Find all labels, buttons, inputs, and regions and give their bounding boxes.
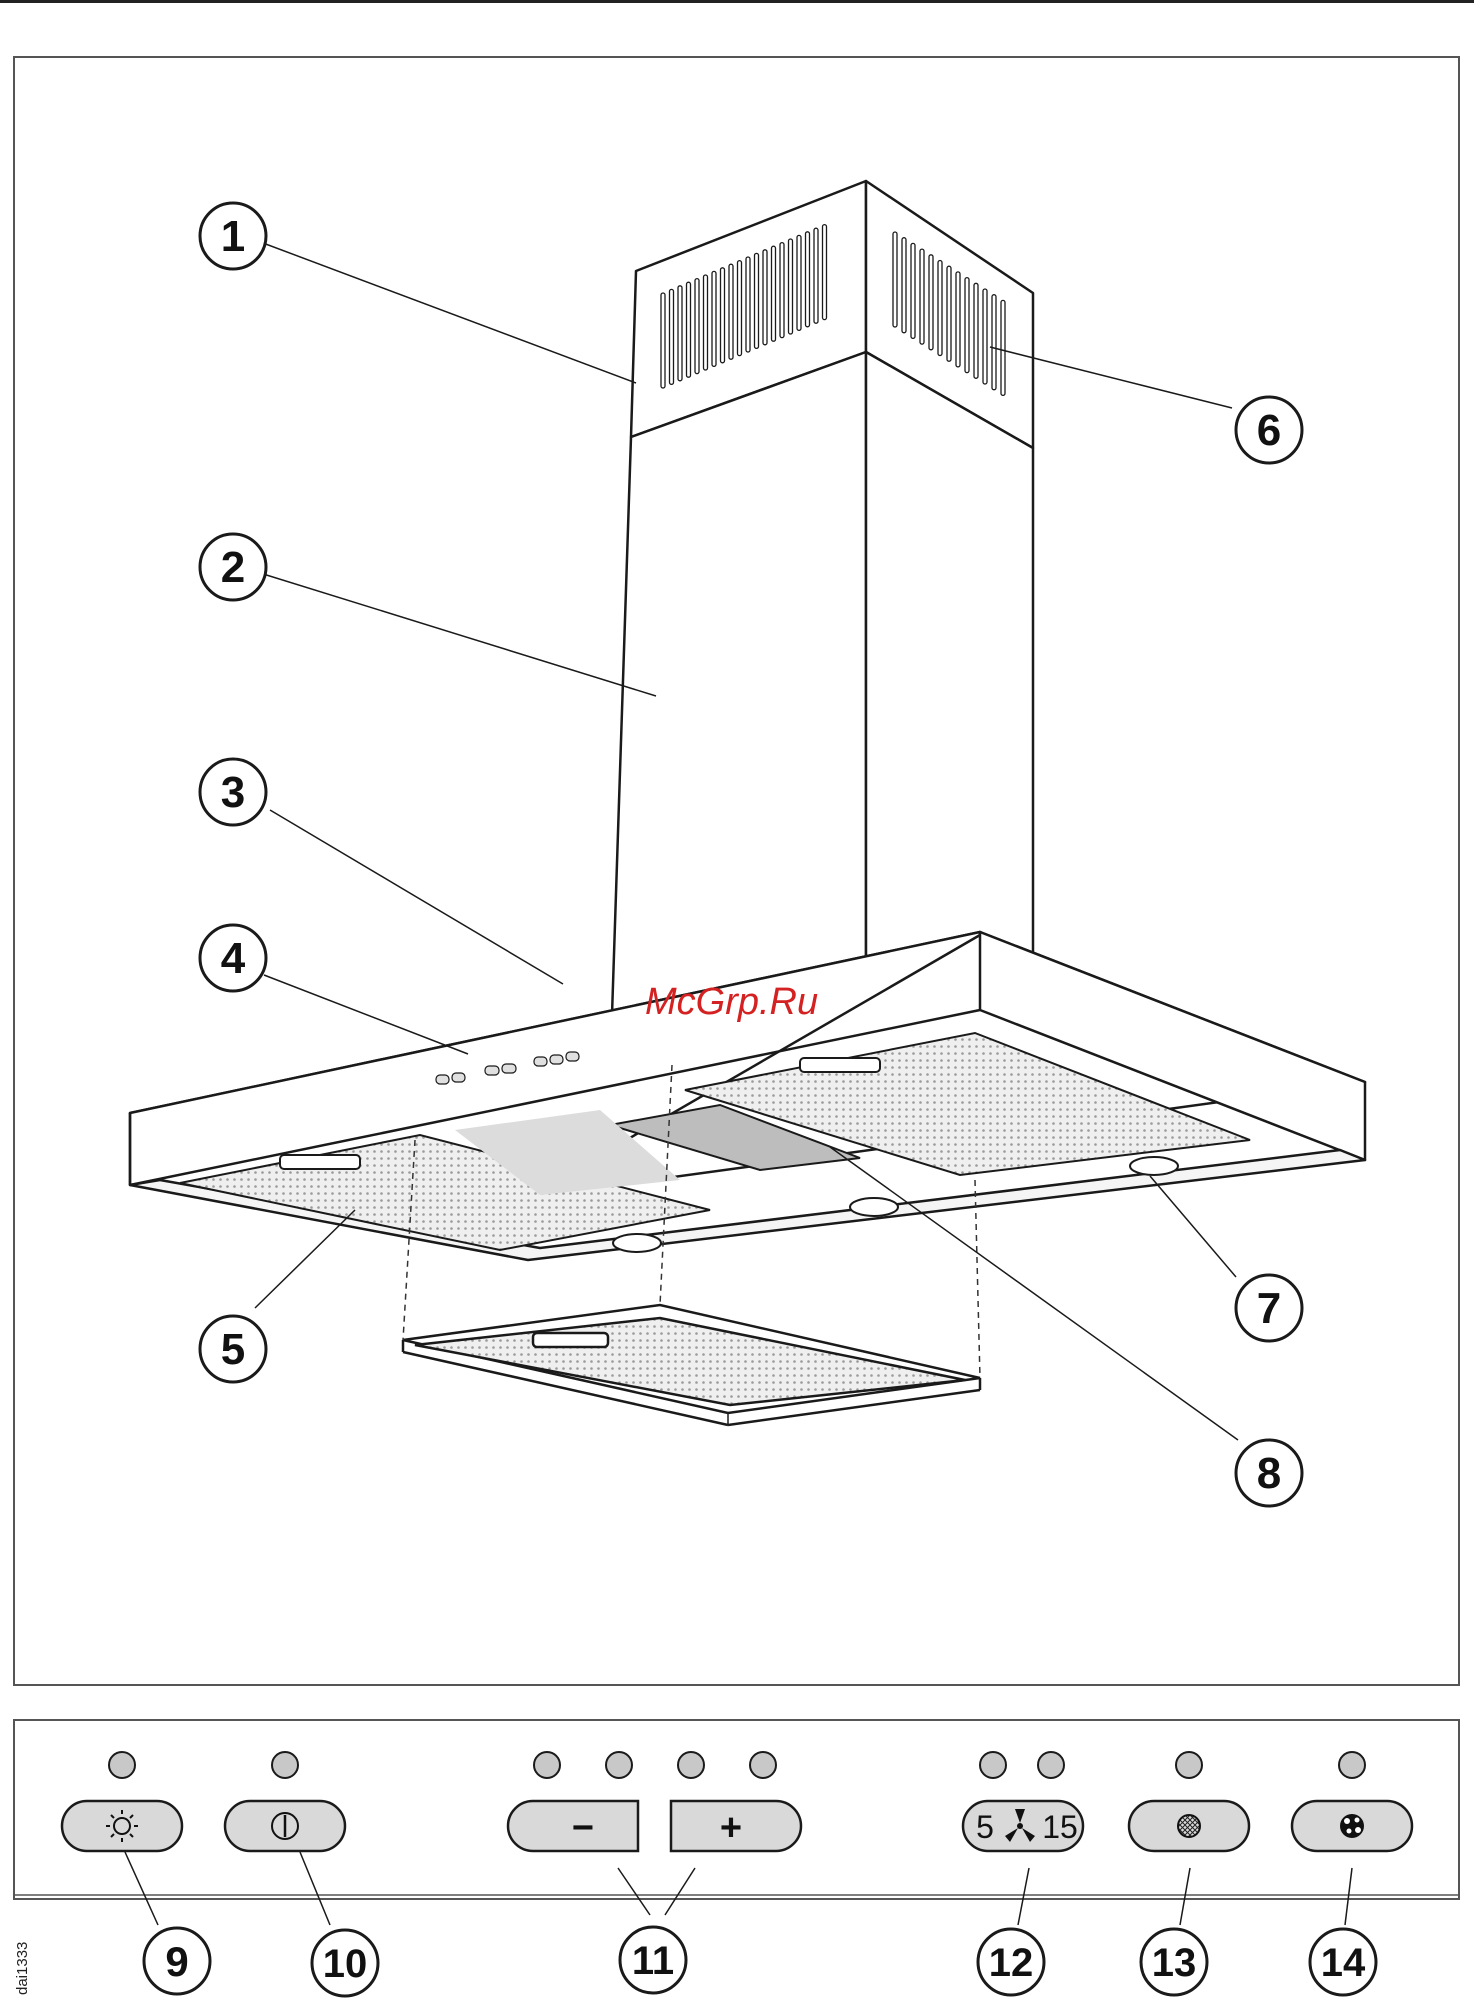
callout-5: 5 [200,1316,266,1382]
power-button[interactable] [225,1801,345,1851]
led-fan-3 [678,1752,704,1778]
grid-filter-icon [1178,1815,1200,1837]
callout-9-label: 9 [165,1938,188,1985]
callout-6-label: 6 [1257,406,1281,455]
light-button[interactable] [62,1801,182,1851]
panel-leds [109,1752,1365,1778]
vent-slot [920,249,924,344]
callout-2: 2 [200,534,266,600]
vent-slot [738,261,742,356]
vent-slot [772,246,776,341]
callout-1: 1 [200,203,266,269]
callout-8-label: 8 [1257,1449,1281,1498]
vent-slot [1001,300,1005,395]
vent-slot [721,268,725,363]
filter-handle-left [280,1155,360,1169]
vent-slot [678,286,682,381]
lower-chimney-front [612,352,866,1015]
led-timer-15 [1038,1752,1064,1778]
callout-1-label: 1 [221,212,245,261]
vent-slot [763,250,767,345]
grease-filter-button[interactable] [1129,1801,1249,1851]
odour-filter-button[interactable] [1292,1801,1412,1851]
vent-slot [746,257,750,352]
vent-slot [712,271,716,366]
lamp-left [613,1234,661,1252]
callout-3-label: 3 [221,768,245,817]
led-fan-2 [606,1752,632,1778]
callout-9: 9 [144,1928,210,1994]
lower-chimney-side [866,352,1033,1000]
charcoal-filter-icon [1340,1814,1364,1838]
callout-13-label: 13 [1152,1941,1197,1985]
vent-slot [893,232,897,327]
led-light [109,1752,135,1778]
vent-slot [661,293,665,388]
vent-slot [902,238,906,333]
callout-14: 14 [1310,1929,1376,1995]
callout-5-label: 5 [221,1325,245,1374]
vent-slot [780,243,784,338]
vent-slot [974,283,978,378]
callout-8: 8 [1236,1440,1302,1506]
fan-plus-button[interactable]: + [671,1801,801,1851]
vent-slot [806,232,810,327]
vent-slot [687,282,691,377]
vent-slot [814,228,818,323]
callout-10: 10 [312,1930,378,1996]
vent-slot [983,289,987,384]
timer-button[interactable]: 5 15 [963,1801,1083,1851]
lamp-center [850,1198,898,1216]
vent-slot [965,278,969,373]
fan-minus-button[interactable]: − [508,1801,638,1851]
watermark: McGrp.Ru [645,981,818,1023]
vent-slot [797,235,801,330]
led-odour-filter [1339,1752,1365,1778]
callout-13: 13 [1141,1929,1207,1995]
minus-label: − [572,1807,594,1849]
vent-slot [992,295,996,390]
vent-slot [695,279,699,374]
vent-slot [956,272,960,367]
callout-11-label: 11 [632,1939,674,1983]
timer-15-label: 15 [1042,1809,1078,1845]
callout-4: 4 [200,925,266,991]
detached-grease-filter [403,1305,980,1425]
callout-11: 11 [620,1927,686,1993]
vent-slot [789,239,793,334]
filter-handle-right [800,1058,880,1072]
led-fan-1 [534,1752,560,1778]
vent-slot [755,253,759,348]
callout-12: 12 [978,1929,1044,1995]
callout-6: 6 [1236,397,1302,463]
timer-5-label: 5 [976,1809,994,1845]
callout-12-label: 12 [989,1941,1034,1985]
callout-4-label: 4 [221,934,246,983]
vent-slot [938,261,942,356]
vent-slot [823,225,827,320]
callout-7-label: 7 [1257,1284,1281,1333]
vent-slot [929,255,933,350]
vent-slot [704,275,708,370]
callout-3: 3 [200,759,266,825]
vent-slot [670,289,674,384]
callouts-panel: 9 10 11 12 13 14 [144,1927,1376,1996]
lamp-right [1130,1157,1178,1175]
callout-10-label: 10 [323,1942,368,1986]
callout-7: 7 [1236,1275,1302,1341]
vent-slot [729,264,733,359]
led-timer-5 [980,1752,1006,1778]
panel-leader-lines [14,1852,1459,1925]
side-code: dai1333 [14,1942,31,1995]
led-power [272,1752,298,1778]
led-fan-4 [750,1752,776,1778]
callout-14-label: 14 [1321,1941,1366,1985]
callout-2-label: 2 [221,543,245,592]
vent-slot [947,266,951,361]
led-grease-filter [1176,1752,1202,1778]
plus-label: + [720,1807,742,1849]
vent-slot [911,243,915,338]
